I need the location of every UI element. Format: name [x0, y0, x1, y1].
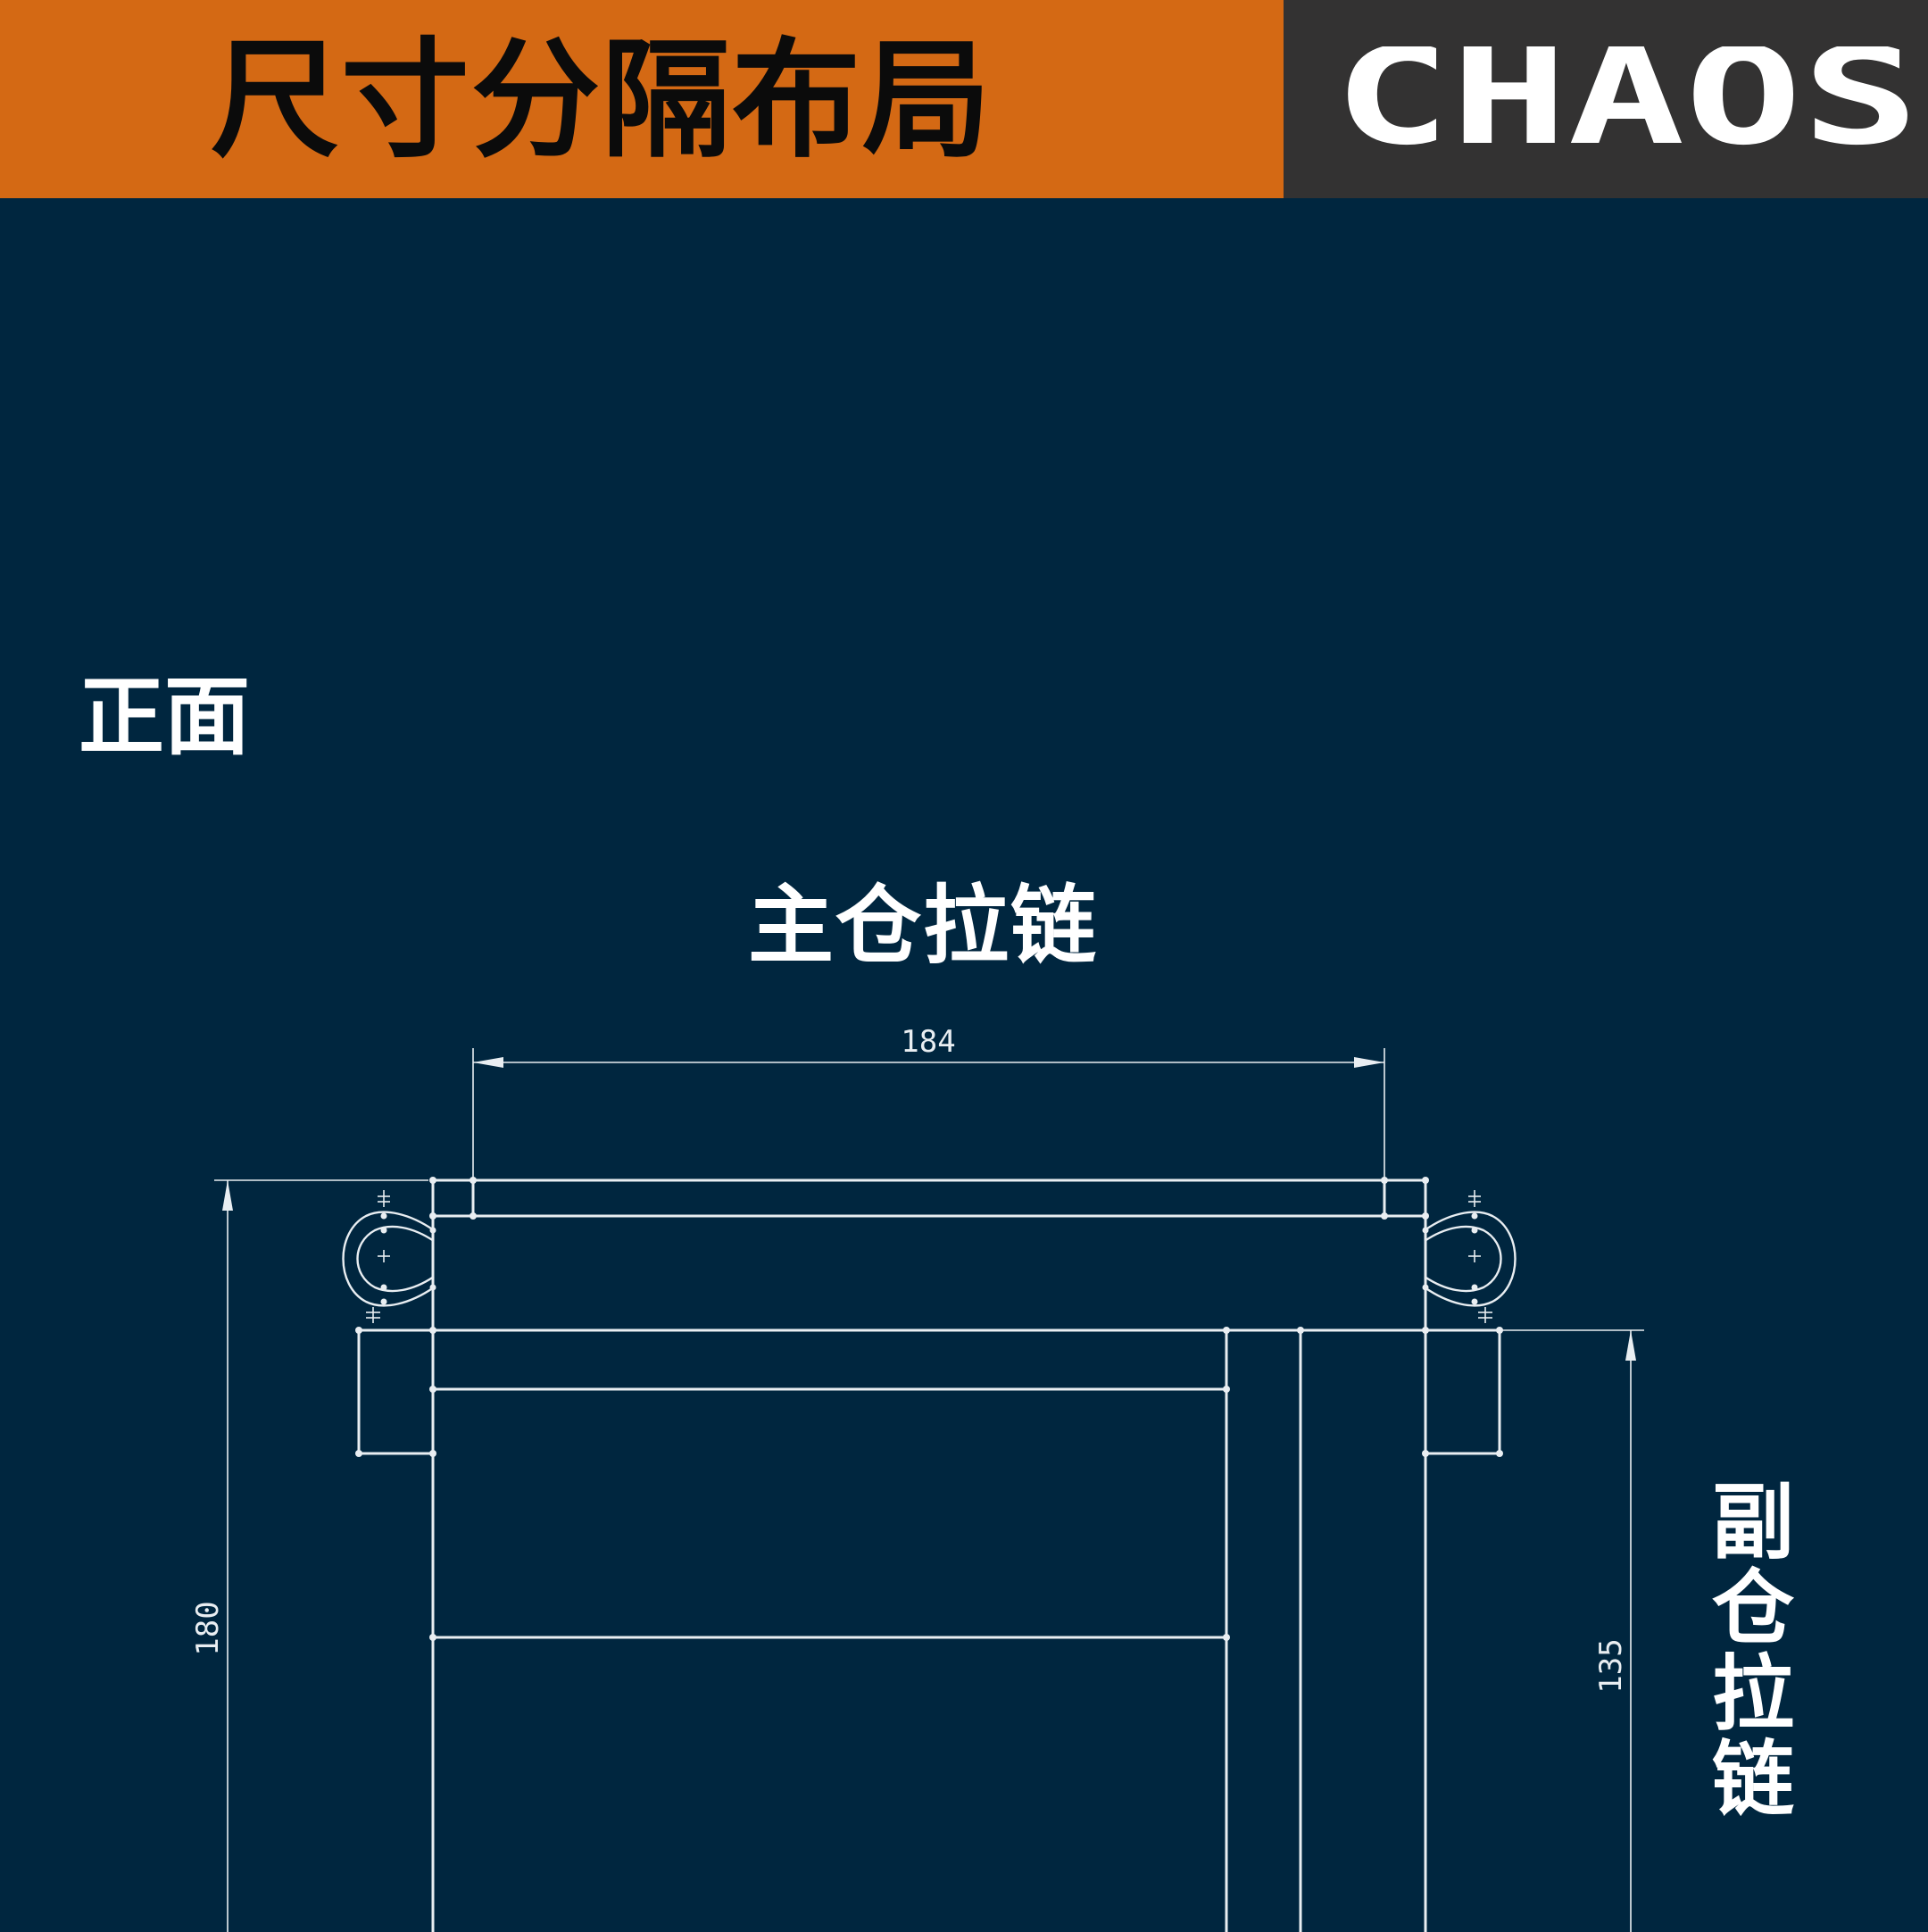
right-ring-loop — [1424, 1190, 1517, 1323]
chaos-logo: CHAOS — [1334, 46, 1919, 154]
dimension-label-height-left: 180 — [190, 1601, 226, 1655]
header-banner — [0, 0, 1284, 198]
logo-banner — [1284, 0, 1928, 198]
main-zipper-band — [431, 1178, 1427, 1218]
main-zipper-label: 主仓拉链 — [748, 876, 1098, 976]
left-side-tab — [357, 1328, 433, 1455]
view-label-front: 正面 — [79, 667, 250, 767]
page-title: 尺寸分隔布局 — [211, 25, 993, 175]
dimension-width-top — [472, 1048, 1385, 1180]
dimension-height-left — [214, 1179, 428, 1932]
drawing-vertices — [355, 1177, 1503, 1641]
dimension-label-width: 184 — [901, 1024, 955, 1060]
dimension-label-height-right: 135 — [1593, 1638, 1629, 1693]
logo-text: CHAOS — [1334, 46, 1919, 154]
right-side-tab — [1425, 1328, 1501, 1455]
dimension-height-right — [1428, 1329, 1644, 1932]
side-zipper-label: 副仓拉链 — [1711, 1475, 1794, 1828]
left-ring-loop — [342, 1190, 435, 1323]
